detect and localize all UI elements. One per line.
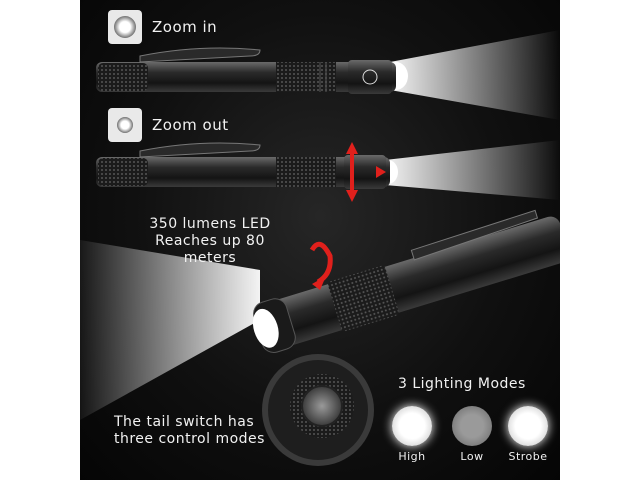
zoom-out-label: Zoom out [152, 116, 229, 134]
light-beam-narrow [390, 30, 560, 120]
mode-low-icon [452, 406, 492, 446]
tail-line-2: three control modes [114, 431, 265, 447]
zoom-in-icon [108, 10, 142, 44]
mode-high-icon [392, 406, 432, 446]
specs-text: 350 lumens LED Reaches up 80 meters [130, 216, 290, 267]
mode-strobe-label: Strobe [508, 450, 548, 463]
zoom-in-label: Zoom in [152, 18, 218, 36]
tail-switch-closeup [262, 354, 374, 466]
rotate-arrow-icon [309, 241, 333, 290]
light-beam-wide [385, 140, 560, 200]
flashlight-zoom-out [96, 140, 560, 202]
light-beam-main [80, 240, 260, 420]
mode-low-label: Low [460, 450, 484, 463]
mode-strobe-icon [508, 406, 548, 446]
lighting-modes-title: 3 Lighting Modes [398, 376, 526, 392]
zoom-out-icon [108, 108, 142, 142]
flashlight-artwork [80, 30, 560, 466]
flashlight-main [80, 209, 560, 420]
flashlight-zoom-in [96, 30, 560, 120]
product-image: Zoom in Zoom out 350 lumens LED Reaches … [80, 0, 560, 480]
tail-line-1: The tail switch has [114, 414, 255, 430]
specs-line-1: 350 lumens LED [149, 216, 271, 232]
specs-line-2: Reaches up 80 meters [155, 233, 265, 266]
adjust-arrows-icon [346, 142, 386, 202]
tail-switch-caption: The tail switch has three control modes [114, 414, 265, 448]
mode-high-label: High [398, 450, 426, 463]
